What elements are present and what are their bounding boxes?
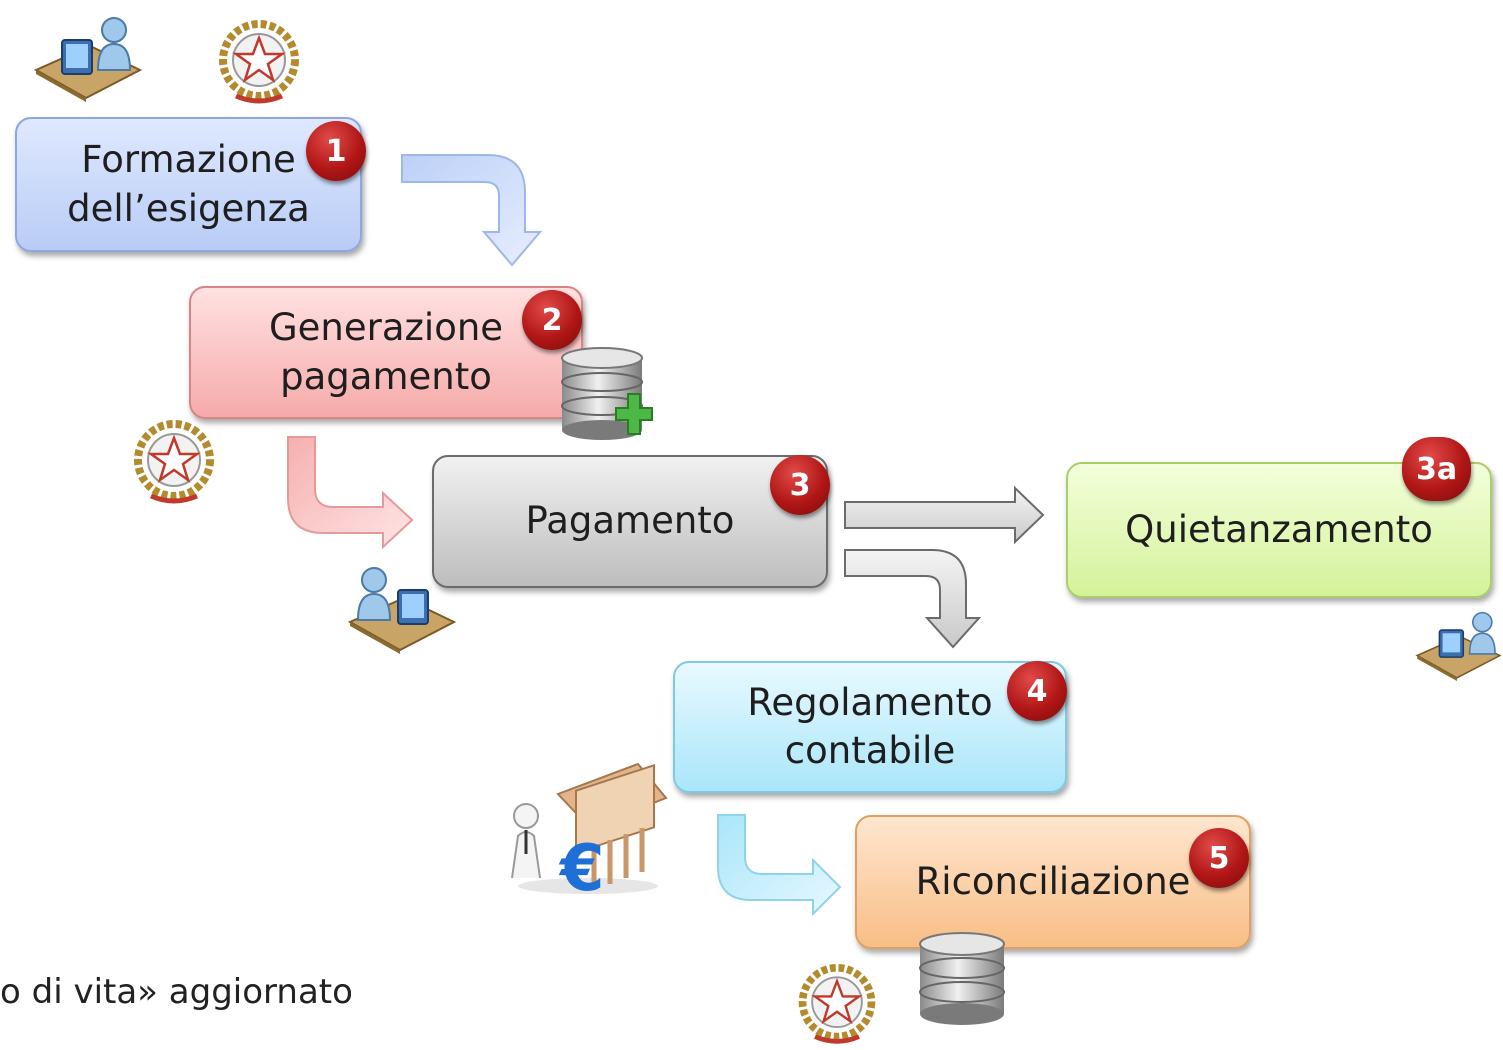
- arrow-curved-grey: [844, 549, 982, 649]
- step-badge-2: 2: [522, 290, 582, 350]
- step-pagamento: Pagamento: [432, 455, 828, 588]
- arrow-curved-blue: [401, 154, 543, 267]
- user-workstation-icon: [33, 17, 143, 102]
- step-label: Quietanzamento: [1125, 507, 1433, 551]
- step-badge-1: 1: [306, 121, 366, 181]
- user-workstation-icon: [347, 567, 457, 654]
- svg-text:€: €: [558, 832, 605, 906]
- step-label: Formazione dell’esigenza: [67, 138, 310, 230]
- step-generazione-pagamento: Generazione pagamento: [189, 286, 583, 419]
- arrow-straight-grey: [844, 485, 1045, 545]
- step-badge-4: 4: [1007, 661, 1067, 721]
- italian-emblem-icon: [798, 963, 876, 1044]
- step-badge-5: 5: [1189, 828, 1249, 888]
- italian-emblem-icon: [219, 20, 299, 104]
- step-label: Generazione pagamento: [268, 306, 504, 398]
- step-badge-3a: 3a: [1402, 437, 1472, 501]
- footnote-text: o di vita» aggiornato: [0, 972, 353, 1012]
- bank-euro-icon: €: [511, 762, 668, 906]
- arrow-curved-cyan: [717, 814, 842, 917]
- step-riconciliazione: Riconciliazione: [855, 815, 1251, 949]
- step-formazione-esigenza: Formazione dell’esigenza: [15, 117, 362, 252]
- arrow-curved-pink: [287, 436, 414, 550]
- step-label: Regolamento contabile: [747, 680, 993, 772]
- step-label: Riconciliazione: [915, 859, 1191, 903]
- step-badge-3: 3: [770, 455, 830, 515]
- step-label: Pagamento: [525, 499, 735, 543]
- italian-emblem-icon: [134, 420, 214, 504]
- step-quietanzamento: Quietanzamento: [1066, 462, 1492, 598]
- user-workstation-icon: [1415, 611, 1502, 681]
- step-regolamento-contabile: Regolamento contabile: [673, 661, 1067, 793]
- database-add-icon: [561, 347, 653, 440]
- database-icon: [919, 932, 1005, 1025]
